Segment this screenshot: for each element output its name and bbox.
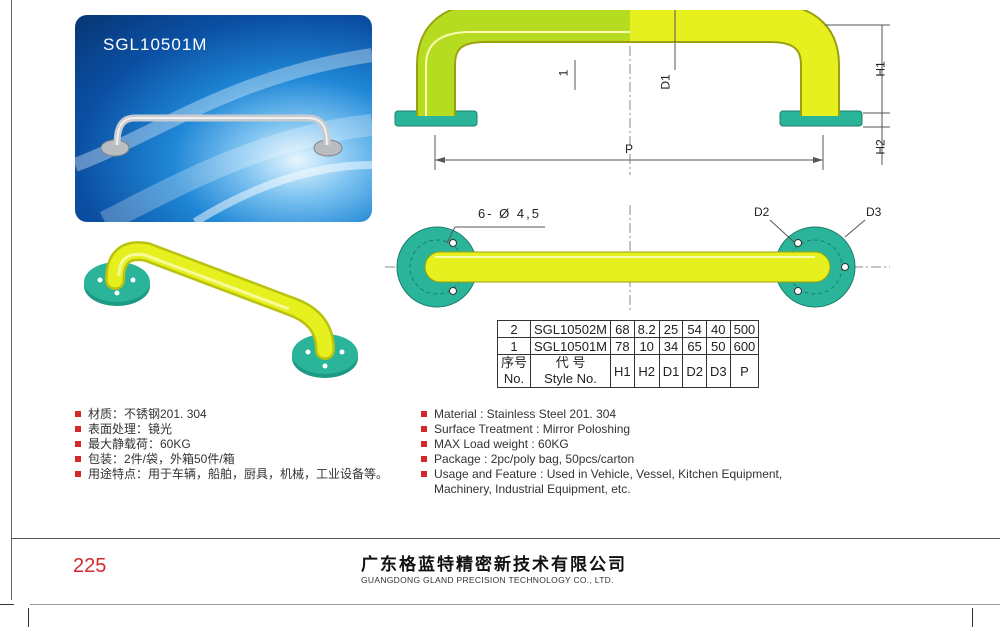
footer-divider [11,538,1000,539]
spec-en-material: Material : Stainless Steel 201. 304 [421,407,782,422]
crop-mark-v [28,608,29,627]
header-no-cn: 序号 [501,355,528,370]
spec-cn-usage: 用途特点：用于车辆，船舶，厨具，机械，工业设备等。 [75,467,388,482]
spec-cn-load: 最大静载荷：60KG [75,437,388,452]
page-left-border [11,0,12,600]
table-row: 1 SGL10501M 78 10 34 65 50 600 [496,337,760,355]
grab-bar-3d-render [84,241,358,378]
dim-label-p: P [625,142,634,156]
header-p: P [729,354,760,388]
header-h2: H2 [633,354,660,388]
spec-en-usage: Usage and Feature : Used in Vehicle, Ves… [421,467,782,482]
crop-mark [0,604,14,605]
spec-en-usage-cont: Machinery, Industrial Equipment, etc. [434,482,631,496]
dim-label-small: 1 [556,69,571,77]
side-view-drawing [394,10,890,175]
spec-cn-package: 包装：2件/袋，外箱50件/箱 [75,452,388,467]
dim-label-h2: H2 [873,139,888,155]
header-d2: D2 [682,354,707,388]
header-h1: H1 [610,354,635,388]
table-row: 2 SGL10502M 68 8.2 25 54 40 500 [496,320,760,338]
dim-label-d2: D2 [754,205,770,219]
header-style-en: Style No. [544,371,597,386]
dim-label-d1: D1 [658,74,673,90]
dim-label-d3: D3 [866,205,882,219]
bottom-rule [30,604,1000,605]
spec-en-load: MAX Load weight : 60KG [421,437,782,452]
page-number: 225 [73,555,107,577]
spec-cn-material: 材质：不锈钢201. 304 [75,407,388,422]
header-d1: D1 [658,354,684,388]
top-view-drawing [385,205,890,310]
dimension-table: 2 SGL10502M 68 8.2 25 54 40 500 1 SGL105… [496,320,760,388]
specs-en-list: Material : Stainless Steel 201. 304 Surf… [421,407,782,497]
spec-en-surface: Surface Treatment : Mirror Poloshing [421,422,782,437]
holes-label: 6- Ø 4,5 [478,206,541,221]
steel-grab-bar-image [100,114,343,157]
dim-label-h1: H1 [873,61,888,77]
product-photo: SGL10501M [75,15,372,222]
company-name-en: GUANGDONG GLAND PRECISION TECHNOLOGY CO.… [361,575,614,585]
header-no-en: No. [503,371,525,386]
photo-title: SGL10501M [103,35,208,54]
header-d3: D3 [705,354,731,388]
crop-mark-v-right [972,608,973,627]
spec-en-package: Package : 2pc/poly bag, 50pcs/carton [421,452,782,467]
header-style-cn: 代 号 [555,355,586,370]
spec-cn-surface: 表面处理：镜光 [75,422,388,437]
specs-cn-list: 材质：不锈钢201. 304 表面处理：镜光 最大静载荷：60KG 包装：2件/… [75,407,388,482]
company-name-cn: 广东格蓝特精密新技术有限公司 [361,555,627,574]
